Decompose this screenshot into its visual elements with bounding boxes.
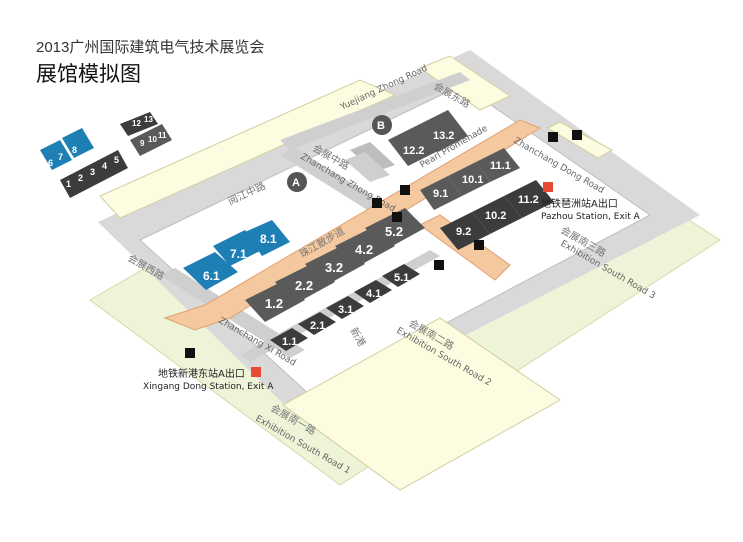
page-subtitle: 展馆模拟图: [36, 63, 141, 86]
terrace: [345, 152, 390, 182]
hall-2.1[interactable]: [298, 312, 336, 335]
road: [280, 72, 470, 150]
legend-right: 12 13 9 10 11: [120, 112, 172, 156]
station-pazhou-en: Pazhou Station, Exit A: [541, 212, 641, 222]
hall-label: 1.1: [282, 336, 297, 348]
hall-label: 2.2: [295, 278, 313, 293]
legend-block: [60, 150, 128, 198]
zone-a-marker: [287, 172, 307, 192]
hall-label: 5.1: [394, 272, 409, 284]
stairs-icon: [474, 240, 484, 250]
legend-label: 10: [148, 135, 157, 144]
hall-label: 1.2: [265, 296, 283, 311]
station-xingang-en: Xingang Dong Station, Exit A: [143, 382, 274, 392]
hall-label: 8.1: [260, 232, 277, 246]
legend-label: 2: [78, 173, 83, 183]
hall-label: 11.2: [518, 194, 539, 206]
legend-label: 12: [132, 119, 141, 128]
station-pazhou-cn: 地铁琶洲站A出口: [541, 197, 618, 210]
stairs-icon: [392, 212, 402, 222]
hall-label: 10.2: [485, 210, 506, 222]
hall-label: 9.1: [433, 188, 448, 200]
terrace: [350, 142, 395, 172]
metro-icon: [251, 367, 261, 377]
legend-block: [62, 128, 94, 158]
zone-a-label: A: [292, 177, 300, 189]
legend-label: 6: [48, 158, 53, 168]
legend-label: 3: [90, 167, 95, 177]
hall-label: 4.2: [355, 242, 373, 257]
stairs-icon: [185, 348, 195, 358]
legend-label: 11: [158, 131, 167, 140]
station-xingang-cn: 地铁新港东站A出口: [158, 367, 245, 380]
road: [280, 148, 395, 218]
hall-10.2[interactable]: [472, 196, 522, 234]
yellow-lot: [418, 55, 512, 111]
hall-label: 3.2: [325, 260, 343, 275]
hall-11.1[interactable]: [476, 148, 520, 182]
legend-label: 1: [66, 179, 71, 189]
zone-b-marker: [372, 115, 392, 135]
hall-row-front: [270, 264, 420, 351]
hall-10.1[interactable]: [448, 162, 490, 196]
legend-block: [40, 140, 72, 170]
legend-block: [120, 112, 158, 136]
legend-label: 5: [114, 155, 119, 165]
hall-7.1[interactable]: [213, 230, 262, 266]
hall-label: 12.2: [403, 145, 424, 157]
hall-6.1[interactable]: [183, 252, 238, 290]
stairs-icon: [548, 132, 558, 142]
yellow-lot: [282, 317, 561, 491]
hall-label: 10.1: [462, 174, 483, 186]
hall-9.2[interactable]: [440, 212, 490, 250]
hall-4.1[interactable]: [354, 280, 392, 303]
hall-label: 2.1: [310, 320, 325, 332]
hall-label: 6.1: [203, 269, 220, 283]
hall-label: 4.1: [366, 288, 381, 300]
metro-icon: [543, 182, 553, 192]
hall-1.1[interactable]: [270, 328, 308, 351]
legend-left: 6 7 8 1 2 3 4 5: [40, 128, 128, 198]
hall-label: 11.1: [490, 160, 511, 172]
pearl-promenade-branch: [419, 214, 511, 281]
legend-block: [130, 124, 172, 156]
legend-label: 8: [72, 145, 77, 155]
hall-3.1[interactable]: [326, 296, 364, 319]
hall-11.2[interactable]: [504, 180, 554, 218]
stairs-icon: [372, 198, 382, 208]
stairs-icon: [434, 260, 444, 270]
legend-label: 7: [58, 152, 63, 162]
zone-b-label: B: [377, 120, 385, 132]
hall-label: 13.2: [433, 130, 454, 142]
hall-5.2[interactable]: [365, 208, 425, 250]
hall-label: 5.2: [385, 224, 403, 239]
hall-8.1[interactable]: [245, 220, 290, 256]
page-title: 2013广州国际建筑电气技术展览会: [36, 39, 265, 56]
hall-5.1[interactable]: [382, 264, 420, 287]
hall-label: 3.1: [338, 304, 353, 316]
hall-9.1[interactable]: [420, 176, 462, 210]
legend-label: 4: [102, 161, 107, 171]
hall-row-back: [245, 208, 425, 322]
pearl-promenade: [163, 119, 542, 331]
stairs-icon: [400, 185, 410, 195]
hall-13.2[interactable]: [418, 110, 468, 152]
yellow-lot: [99, 79, 397, 219]
legend-label: 13: [144, 115, 153, 124]
legend-label: 9: [140, 139, 145, 148]
hall-label: 7.1: [230, 247, 247, 261]
hall-label: 9.2: [456, 226, 471, 238]
stairs-icon: [572, 130, 582, 140]
